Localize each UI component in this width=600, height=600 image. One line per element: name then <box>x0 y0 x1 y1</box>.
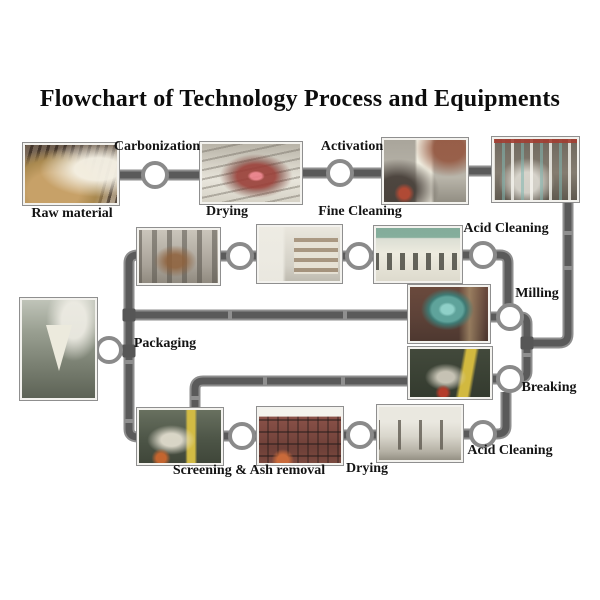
connector-node <box>346 421 374 449</box>
connector-node <box>345 242 373 270</box>
activation-plant-photo <box>491 136 580 203</box>
label-activation: Activation <box>320 139 384 154</box>
label-fine-cleaning: Fine Cleaning <box>318 204 402 219</box>
drying-equipment-photo <box>199 141 303 205</box>
label-milling: Milling <box>515 286 559 301</box>
connector-node <box>141 161 169 189</box>
process-equipment-photo-2 <box>256 224 343 284</box>
connector-node <box>326 159 354 187</box>
process-equipment-photo-1 <box>136 227 221 286</box>
packaging-cyclone-shape <box>45 324 72 371</box>
label-carbonization: Carbonization <box>113 139 201 154</box>
connector-node <box>226 242 254 270</box>
label-acid-cleaning-lower: Acid Cleaning <box>467 443 553 458</box>
connector-node <box>469 241 497 269</box>
label-breaking: Breaking <box>521 380 577 395</box>
connector-node <box>95 336 123 364</box>
label-drying-top: Drying <box>206 204 248 219</box>
connector-node <box>496 303 524 331</box>
connector-node <box>228 422 256 450</box>
acid-cleaning-hall-photo <box>376 404 464 463</box>
fine-cleaning-tower-photo <box>381 137 469 205</box>
packaging-equipment-photo <box>19 297 98 401</box>
label-raw-material: Raw material <box>31 206 113 221</box>
label-packaging: Packaging <box>133 336 197 351</box>
breaking-machine-photo <box>407 346 493 400</box>
page-title: Flowchart of Technology Process and Equi… <box>39 86 561 112</box>
drying-plant-photo <box>256 406 344 466</box>
connector-node <box>496 365 524 393</box>
raw-material-photo <box>22 142 120 206</box>
label-screening-ash-removal: Screening & Ash removal <box>172 463 326 478</box>
acid-cleaning-workshop-photo <box>373 225 463 284</box>
label-acid-cleaning-upper: Acid Cleaning <box>463 221 549 236</box>
milling-machine-photo <box>407 284 491 344</box>
label-drying-bottom: Drying <box>346 461 388 476</box>
screening-ash-removal-photo <box>136 407 224 466</box>
